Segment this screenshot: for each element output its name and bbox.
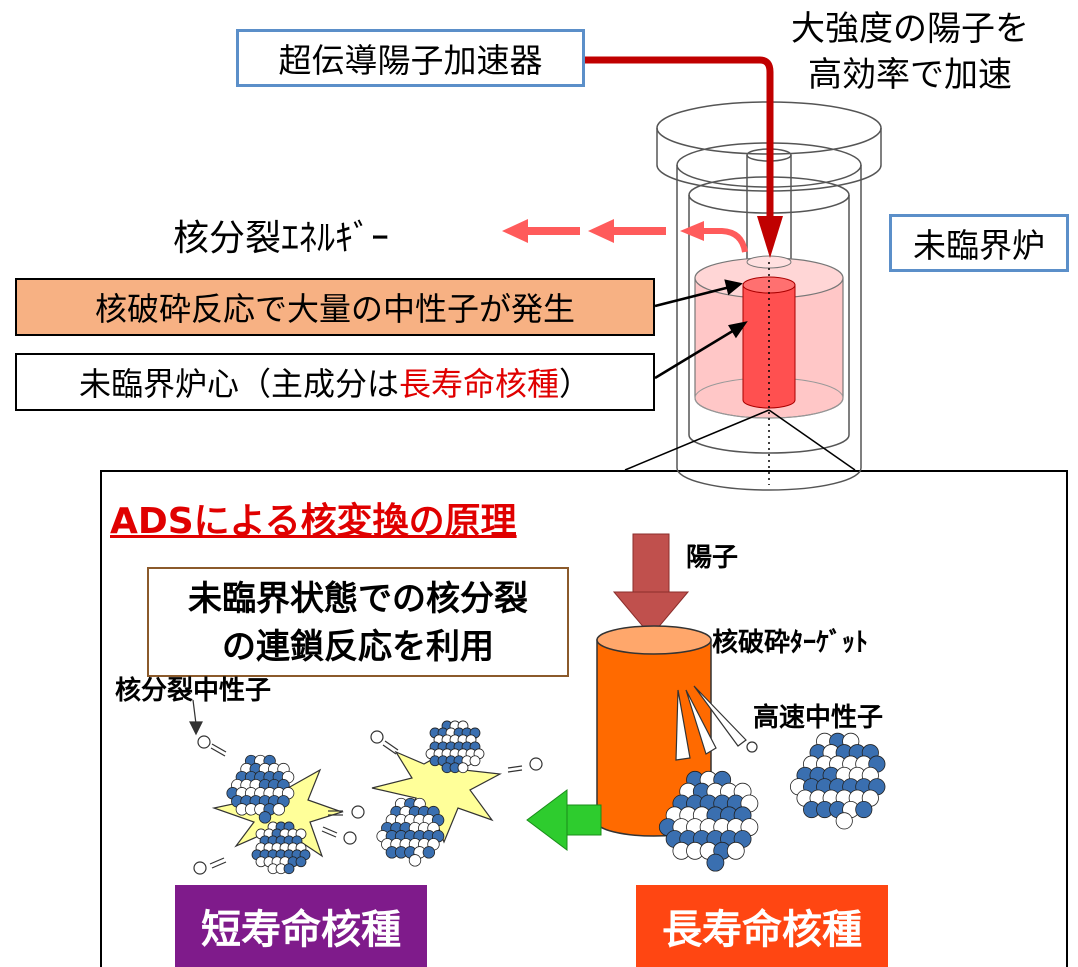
spallation-label: 核破砕反応で大量の中性子が発生	[94, 290, 575, 328]
nucleus-fission-3	[425, 720, 485, 774]
fission-energy-label: 核分裂ｴﾈﾙｷﾞｰ	[173, 218, 390, 259]
subcritical-reactor-label: 未臨界炉	[913, 226, 1045, 265]
subcritical-line1: 未臨界状態での核分裂	[188, 579, 528, 619]
long-lived-label: 長寿命核種	[662, 907, 862, 953]
fission-energy-arrows	[502, 219, 748, 253]
principle-panel	[100, 470, 1068, 967]
short-lived-nuclide-box: 短寿命核種	[175, 885, 427, 967]
nucleus-fission-4	[376, 797, 445, 867]
subcritical-reactor-box: 未臨界炉	[889, 214, 1069, 272]
high-intensity-proton-text: 大強度の陽子を 高効率で加速	[760, 6, 1060, 98]
spallation-box: 核破砕反応で大量の中性子が発生	[15, 278, 655, 336]
nucleus-fission-1	[226, 754, 295, 824]
proton-down-arrow	[612, 533, 690, 637]
proton-beam-arrow	[585, 56, 783, 258]
accelerator-label-box: 超伝導陽子加速器	[236, 29, 585, 87]
core-label-highlight: 長寿命核種	[398, 365, 559, 403]
fission-neutron-label: 核分裂中性子	[115, 676, 272, 706]
nucleus-long-lived-1	[658, 770, 759, 872]
subcritical-chain-box: 未臨界状態での核分裂 の連鎖反応を利用	[147, 567, 569, 677]
zoom-lines	[624, 409, 856, 471]
long-lived-nuclide-box: 長寿命核種	[636, 885, 888, 967]
nucleus-fission-2	[251, 821, 311, 875]
pointer-arrows	[654, 279, 748, 380]
high-proton-line1: 大強度の陽子を	[791, 9, 1029, 49]
core-box: 未臨界炉心（主成分は長寿命核種）	[15, 353, 655, 411]
short-lived-label: 短寿命核種	[201, 907, 401, 953]
fission-neutrons	[189, 699, 543, 875]
nuclei-layer	[226, 720, 886, 875]
core-label-prefix: 未臨界炉心（主成分は	[78, 365, 399, 403]
fast-neutron-label: 高速中性子	[753, 703, 884, 733]
proton-label: 陽子	[686, 543, 739, 573]
subcritical-line2: の連鎖反応を利用	[222, 627, 494, 667]
nucleus-long-lived-2	[789, 732, 886, 830]
core-label-suffix: ）	[559, 365, 592, 403]
accelerator-label: 超伝導陽子加速器	[278, 41, 543, 80]
principle-title: ADSによる核変換の原理	[110, 501, 517, 542]
green-arrow	[526, 789, 602, 851]
high-proton-line2: 高効率で加速	[808, 55, 1012, 95]
spallation-target-label: 核破砕ﾀｰｹﾞｯﾄ	[712, 628, 869, 658]
